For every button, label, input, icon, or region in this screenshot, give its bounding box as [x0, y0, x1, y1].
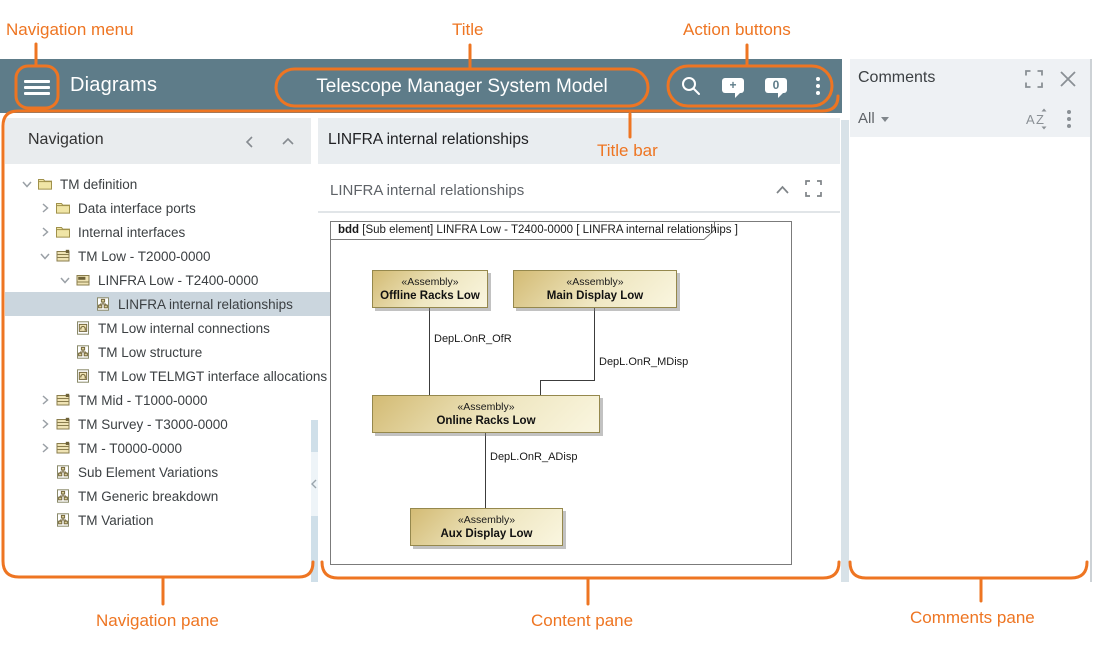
connection-diagram-icon	[75, 320, 92, 336]
connector-line	[540, 380, 541, 396]
folder-icon	[55, 200, 72, 216]
comments-menu-icon[interactable]	[1067, 110, 1071, 130]
more-options-icon[interactable]	[816, 77, 820, 97]
annotation-title-bar: Title bar	[597, 141, 658, 160]
chevron-right-icon[interactable]	[35, 416, 55, 432]
block-icon	[55, 440, 72, 456]
tree-item-tm-mid[interactable]: TM Mid - T1000-0000	[5, 388, 341, 412]
annotation-navigation-pane: Navigation pane	[96, 611, 219, 630]
search-icon[interactable]	[680, 75, 702, 97]
diagram-block-offline-racks-low[interactable]: «Assembly» Offline Racks Low	[372, 270, 488, 308]
chevron-right-icon[interactable]	[35, 200, 55, 216]
fullscreen-section-icon[interactable]	[805, 180, 822, 197]
connector-label: DepL.OnR_MDisp	[599, 356, 689, 368]
app-section-label: Diagrams	[70, 74, 158, 96]
close-comments-icon[interactable]	[1059, 70, 1077, 88]
block-icon	[55, 416, 72, 432]
annotation-title: Title	[452, 20, 484, 39]
diagram-block-main-display-low[interactable]: «Assembly» Main Display Low	[513, 270, 677, 308]
content-page-title: LINFRA internal relationships	[328, 131, 529, 148]
tree-item-tm-low[interactable]: TM Low - T2000-0000	[5, 244, 341, 268]
tree-item-tm-definition[interactable]: TM definition	[5, 172, 323, 196]
chevron-down-icon[interactable]	[55, 272, 75, 288]
svg-text:A: A	[1026, 112, 1035, 127]
navigation-menu-icon[interactable]	[24, 80, 50, 95]
annotation-content-pane: Content pane	[531, 611, 634, 630]
chevron-down-icon[interactable]	[35, 248, 55, 264]
relationship-diagram-icon	[55, 464, 72, 480]
diagram-section-title: LINFRA internal relationships	[330, 182, 525, 199]
content-scrollbar-track[interactable]	[841, 120, 849, 582]
folder-icon	[37, 176, 54, 192]
collapse-section-icon[interactable]	[775, 184, 790, 196]
tree-item-linfra-internal-relationships-selected[interactable]: LINFRA internal relationships	[5, 292, 381, 316]
comments-pane-header	[850, 59, 1091, 137]
tree-item-tm-variation[interactable]: TM Variation	[5, 508, 341, 532]
chevron-down-icon[interactable]	[17, 176, 37, 192]
collapse-pane-icon[interactable]	[243, 135, 257, 149]
block-icon	[55, 392, 72, 408]
relationship-diagram-icon	[55, 488, 72, 504]
caret-down-icon	[880, 116, 889, 122]
annotation-action-buttons: Action buttons	[683, 20, 791, 39]
connector-line	[540, 380, 595, 381]
comments-filter-dropdown[interactable]: All	[858, 110, 889, 127]
chevron-right-icon[interactable]	[35, 392, 55, 408]
block-icon	[55, 248, 72, 264]
chevron-right-icon[interactable]	[35, 224, 55, 240]
diagram-block-aux-display-low[interactable]: «Assembly» Aux Display Low	[410, 508, 563, 546]
relationship-diagram-icon	[75, 344, 92, 360]
tree-item-tm-survey[interactable]: TM Survey - T3000-0000	[5, 412, 341, 436]
connector-line	[594, 306, 595, 381]
connector-label: DepL.OnR_OfR	[434, 333, 512, 345]
collapse-handle-chevron-icon[interactable]	[309, 478, 320, 490]
tree-item-tm-low-structure[interactable]: TM Low structure	[5, 340, 361, 364]
annotation-comments-pane: Comments pane	[910, 608, 1035, 627]
sort-alpha-icon[interactable]: A Z	[1026, 108, 1050, 130]
connection-diagram-icon	[75, 368, 92, 384]
svg-text:Z: Z	[1036, 112, 1044, 127]
tree-item-data-interface-ports[interactable]: Data interface ports	[5, 196, 341, 220]
diagram-block-online-racks-low[interactable]: «Assembly» Online Racks Low	[372, 395, 600, 433]
sub-element-icon	[75, 272, 92, 288]
tree-item-tm[interactable]: TM - T0000-0000	[5, 436, 341, 460]
collapse-tree-icon[interactable]	[281, 135, 295, 149]
diagram-frame-label: bdd [Sub element] LINFRA Low - T2400-000…	[338, 224, 738, 236]
navigation-pane-title: Navigation	[28, 131, 104, 148]
relationship-diagram-icon	[95, 296, 112, 312]
document-title: Telescope Manager System Model	[316, 76, 608, 97]
relationship-diagram-icon	[55, 512, 72, 528]
connector-line	[485, 431, 486, 508]
frame-keyword: bdd	[338, 224, 360, 236]
chevron-right-icon[interactable]	[35, 440, 55, 456]
add-comment-icon[interactable]: +	[722, 78, 744, 98]
comment-count-badge[interactable]: 0	[765, 78, 787, 98]
tree-item-tm-low-internal-connections[interactable]: TM Low internal connections	[5, 316, 361, 340]
tree-item-tm-low-telmgt[interactable]: TM Low TELMGT interface allocations	[5, 364, 361, 388]
expand-comments-icon[interactable]	[1025, 70, 1043, 88]
tree-item-tm-generic-breakdown[interactable]: TM Generic breakdown	[5, 484, 341, 508]
tree-item-internal-interfaces[interactable]: Internal interfaces	[5, 220, 341, 244]
tree-item-linfra-low[interactable]: LINFRA Low - T2400-0000	[5, 268, 361, 292]
comments-pane	[850, 59, 1091, 582]
comments-title: Comments	[858, 69, 936, 86]
frame-header-rest: [Sub element] LINFRA Low - T2400-0000 [ …	[359, 224, 738, 236]
connector-label: DepL.OnR_ADisp	[490, 451, 578, 463]
tree-item-sub-element-variations[interactable]: Sub Element Variations	[5, 460, 341, 484]
connector-line	[429, 306, 430, 395]
comments-pane-border	[1090, 59, 1092, 582]
annotation-navigation-menu: Navigation menu	[6, 20, 134, 39]
folder-icon	[55, 224, 72, 240]
